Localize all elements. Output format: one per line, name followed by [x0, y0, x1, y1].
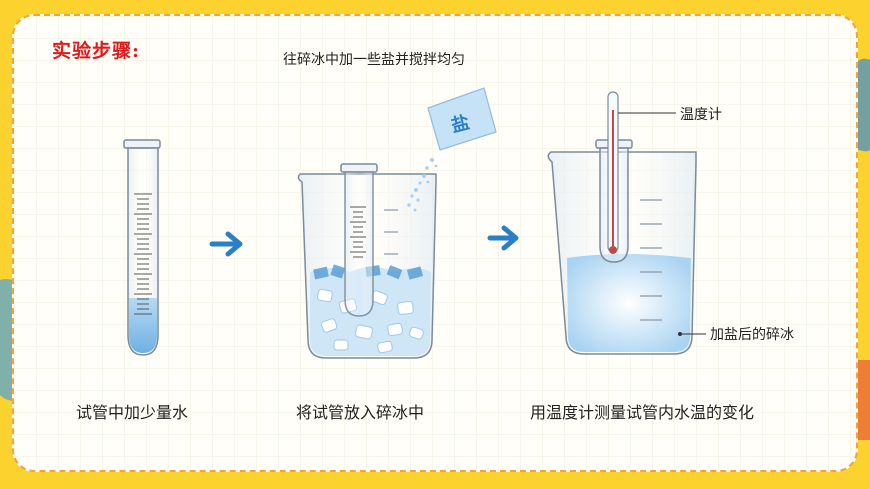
arrow-right-icon — [209, 231, 243, 257]
section-heading: 实验步骤: — [52, 40, 141, 62]
salt-grains — [407, 158, 438, 212]
arrow-right-icon — [487, 225, 519, 251]
step-3-caption: 用温度计测量试管内水温的变化 — [530, 403, 755, 422]
step-2-caption: 将试管放入碎冰中 — [296, 403, 425, 422]
step-1-caption: 试管中加少量水 — [76, 403, 189, 422]
salt-packet — [427, 87, 497, 151]
salt-instruction-note: 往碎冰中加一些盐并搅拌均匀 — [283, 52, 465, 68]
beaker-with-ice — [297, 163, 437, 359]
test-tube — [123, 139, 161, 356]
thermometer-label: 温度计 — [680, 107, 722, 123]
beaker-with-thermometer — [547, 91, 706, 355]
salted-ice-label: 加盐后的碎冰 — [710, 327, 794, 343]
